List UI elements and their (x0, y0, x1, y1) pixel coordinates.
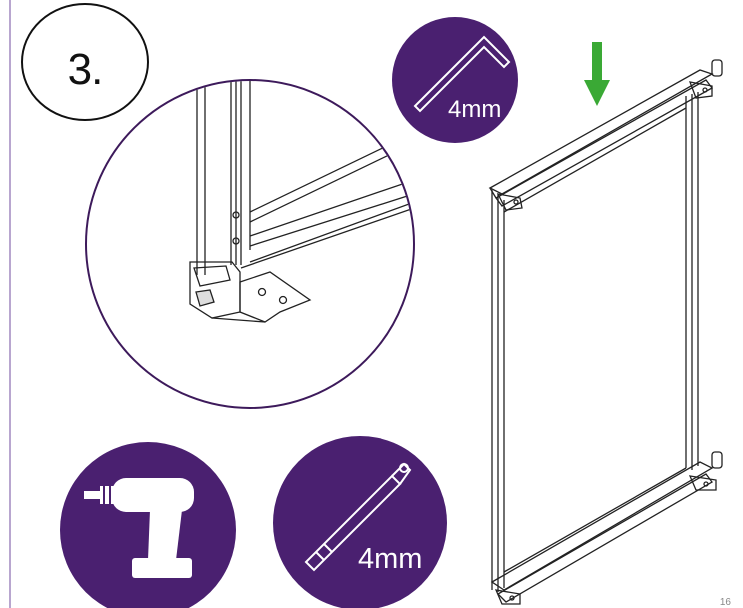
bit-size-label: 4mm (358, 543, 423, 575)
allen-key-badge (392, 17, 518, 143)
step-number: 3. (67, 45, 104, 94)
frame-assembly (488, 59, 723, 605)
allen-key-icon (413, 35, 511, 113)
step-number-circle (21, 3, 149, 121)
detail-zoom (85, 79, 415, 409)
left-margin-rule (0, 0, 11, 608)
hex-bit-icon (304, 462, 412, 572)
insert-arrow (584, 42, 610, 106)
page-number: 16 (719, 597, 731, 608)
bit-badge (273, 436, 447, 608)
drill-badge (60, 442, 236, 608)
allen-key-size-label: 4mm (448, 96, 502, 123)
